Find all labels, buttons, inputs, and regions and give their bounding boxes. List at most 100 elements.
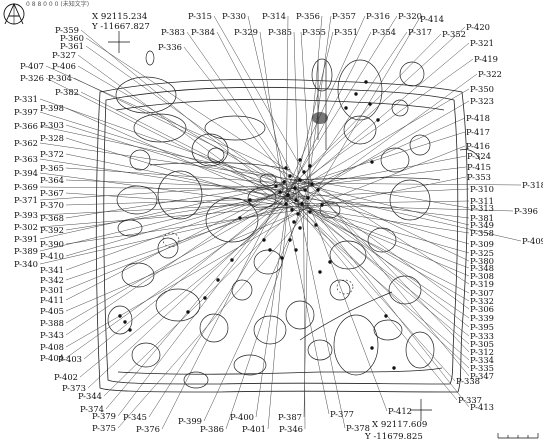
feature-point [384, 314, 388, 318]
feature-point [308, 210, 312, 214]
feature-point [286, 193, 290, 197]
feature-label: P-397 [14, 107, 38, 117]
feature-label: P-311 [470, 196, 494, 206]
feature-label: P-346 [279, 424, 303, 434]
leader-line [310, 88, 470, 182]
leader-line [247, 15, 290, 199]
bottom-x-coordinate: X 92117.609 [372, 420, 427, 430]
feature-label: P-355 [302, 27, 326, 37]
feature-label: P-384 [191, 27, 215, 37]
feature-label: P-403 [58, 354, 82, 364]
leader-line [306, 15, 323, 182]
leader-line [77, 54, 285, 207]
leader-line [287, 155, 467, 190]
feature-point [203, 296, 207, 300]
leader-line [65, 137, 284, 206]
feature-label: P-380 [470, 256, 494, 266]
leader-line [308, 145, 466, 209]
leader-line [285, 15, 289, 203]
leader-line [310, 208, 388, 412]
leader-line [186, 31, 311, 210]
feature-label: P-375 [92, 423, 116, 433]
leader-line [292, 201, 470, 277]
feature-label: P-401 [242, 424, 266, 434]
feature-label: P-399 [178, 416, 202, 426]
leader-line [259, 31, 284, 193]
leader-line [310, 208, 470, 319]
leader-line [213, 15, 311, 183]
leader-line [303, 204, 306, 430]
leader-line [65, 167, 287, 184]
leader-line [65, 186, 285, 336]
feature-label: P-314 [262, 11, 286, 21]
feature-point [288, 238, 292, 242]
feature-label: P-335 [470, 363, 494, 373]
feature-label: P-354 [372, 27, 396, 37]
feature-point [238, 216, 242, 220]
leader-lines [39, 15, 522, 430]
feature-point [370, 346, 374, 350]
feature-point [230, 258, 234, 262]
bottom-crosshair-icon [410, 399, 432, 421]
feature-point [392, 366, 396, 370]
feature-label: P-365 [40, 163, 64, 173]
feature-label: P-417 [466, 127, 490, 137]
feature-label: P-323 [470, 96, 494, 106]
feature-point [290, 208, 294, 212]
feature-label: P-411 [40, 295, 64, 305]
feature-label: P-408 [40, 342, 64, 352]
feature-label: P-306 [470, 304, 494, 314]
feature-label: P-412 [388, 406, 412, 416]
feature-point [280, 256, 284, 260]
feature-label: P-334 [470, 355, 494, 365]
leader-line [284, 31, 372, 201]
feature-label: P-305 [470, 339, 494, 349]
feature-label: P-391 [14, 234, 38, 244]
feature-label: P-410 [40, 251, 64, 261]
leader-line [203, 208, 304, 422]
feature-point [310, 182, 314, 186]
feature-label: P-376 [136, 424, 160, 434]
feature-label: P-301 [40, 285, 64, 295]
feature-point [370, 160, 374, 164]
feature-point [364, 80, 368, 84]
feature-label: P-400 [230, 412, 254, 422]
shaded-pit [312, 112, 328, 124]
leader-line [216, 31, 299, 187]
leader-line [79, 205, 290, 378]
leader-line [267, 204, 288, 430]
feature-label: P-420 [466, 22, 490, 32]
leader-line [302, 182, 522, 186]
bottom-y-coordinate: Y -11679.825 [364, 432, 423, 442]
leader-line [289, 26, 466, 187]
feature-point [314, 223, 318, 227]
leader-line [291, 15, 398, 186]
feature-label: P-377 [330, 409, 354, 419]
feature-label: P-390 [40, 239, 64, 249]
feature-point [288, 174, 292, 178]
leader-line [39, 186, 307, 252]
feature-label: P-374 [80, 404, 104, 414]
leader-line [300, 42, 470, 185]
feature-point [344, 106, 348, 110]
leader-line [85, 37, 312, 186]
feature-point [216, 278, 220, 282]
feature-label: P-406 [52, 61, 76, 71]
feature-label: P-302 [14, 222, 38, 232]
feature-label: P-370 [40, 200, 64, 210]
feature-label: P-350 [470, 84, 494, 94]
feature-label: P-317 [408, 27, 432, 37]
feature-label: P-405 [40, 306, 64, 316]
feature-label: P-415 [467, 162, 491, 172]
feature-label: P-416 [466, 141, 490, 151]
feature-label: P-388 [40, 318, 64, 328]
feature-label: P-409 [522, 236, 543, 246]
feature-label: P-357 [332, 11, 356, 21]
feature-label: P-319 [470, 279, 494, 289]
leader-line [305, 15, 332, 206]
feature-label: P-362 [14, 138, 38, 148]
leader-line [73, 77, 289, 183]
leader-line [39, 111, 284, 188]
leader-line [283, 196, 330, 415]
feature-label: P-402 [54, 372, 78, 382]
